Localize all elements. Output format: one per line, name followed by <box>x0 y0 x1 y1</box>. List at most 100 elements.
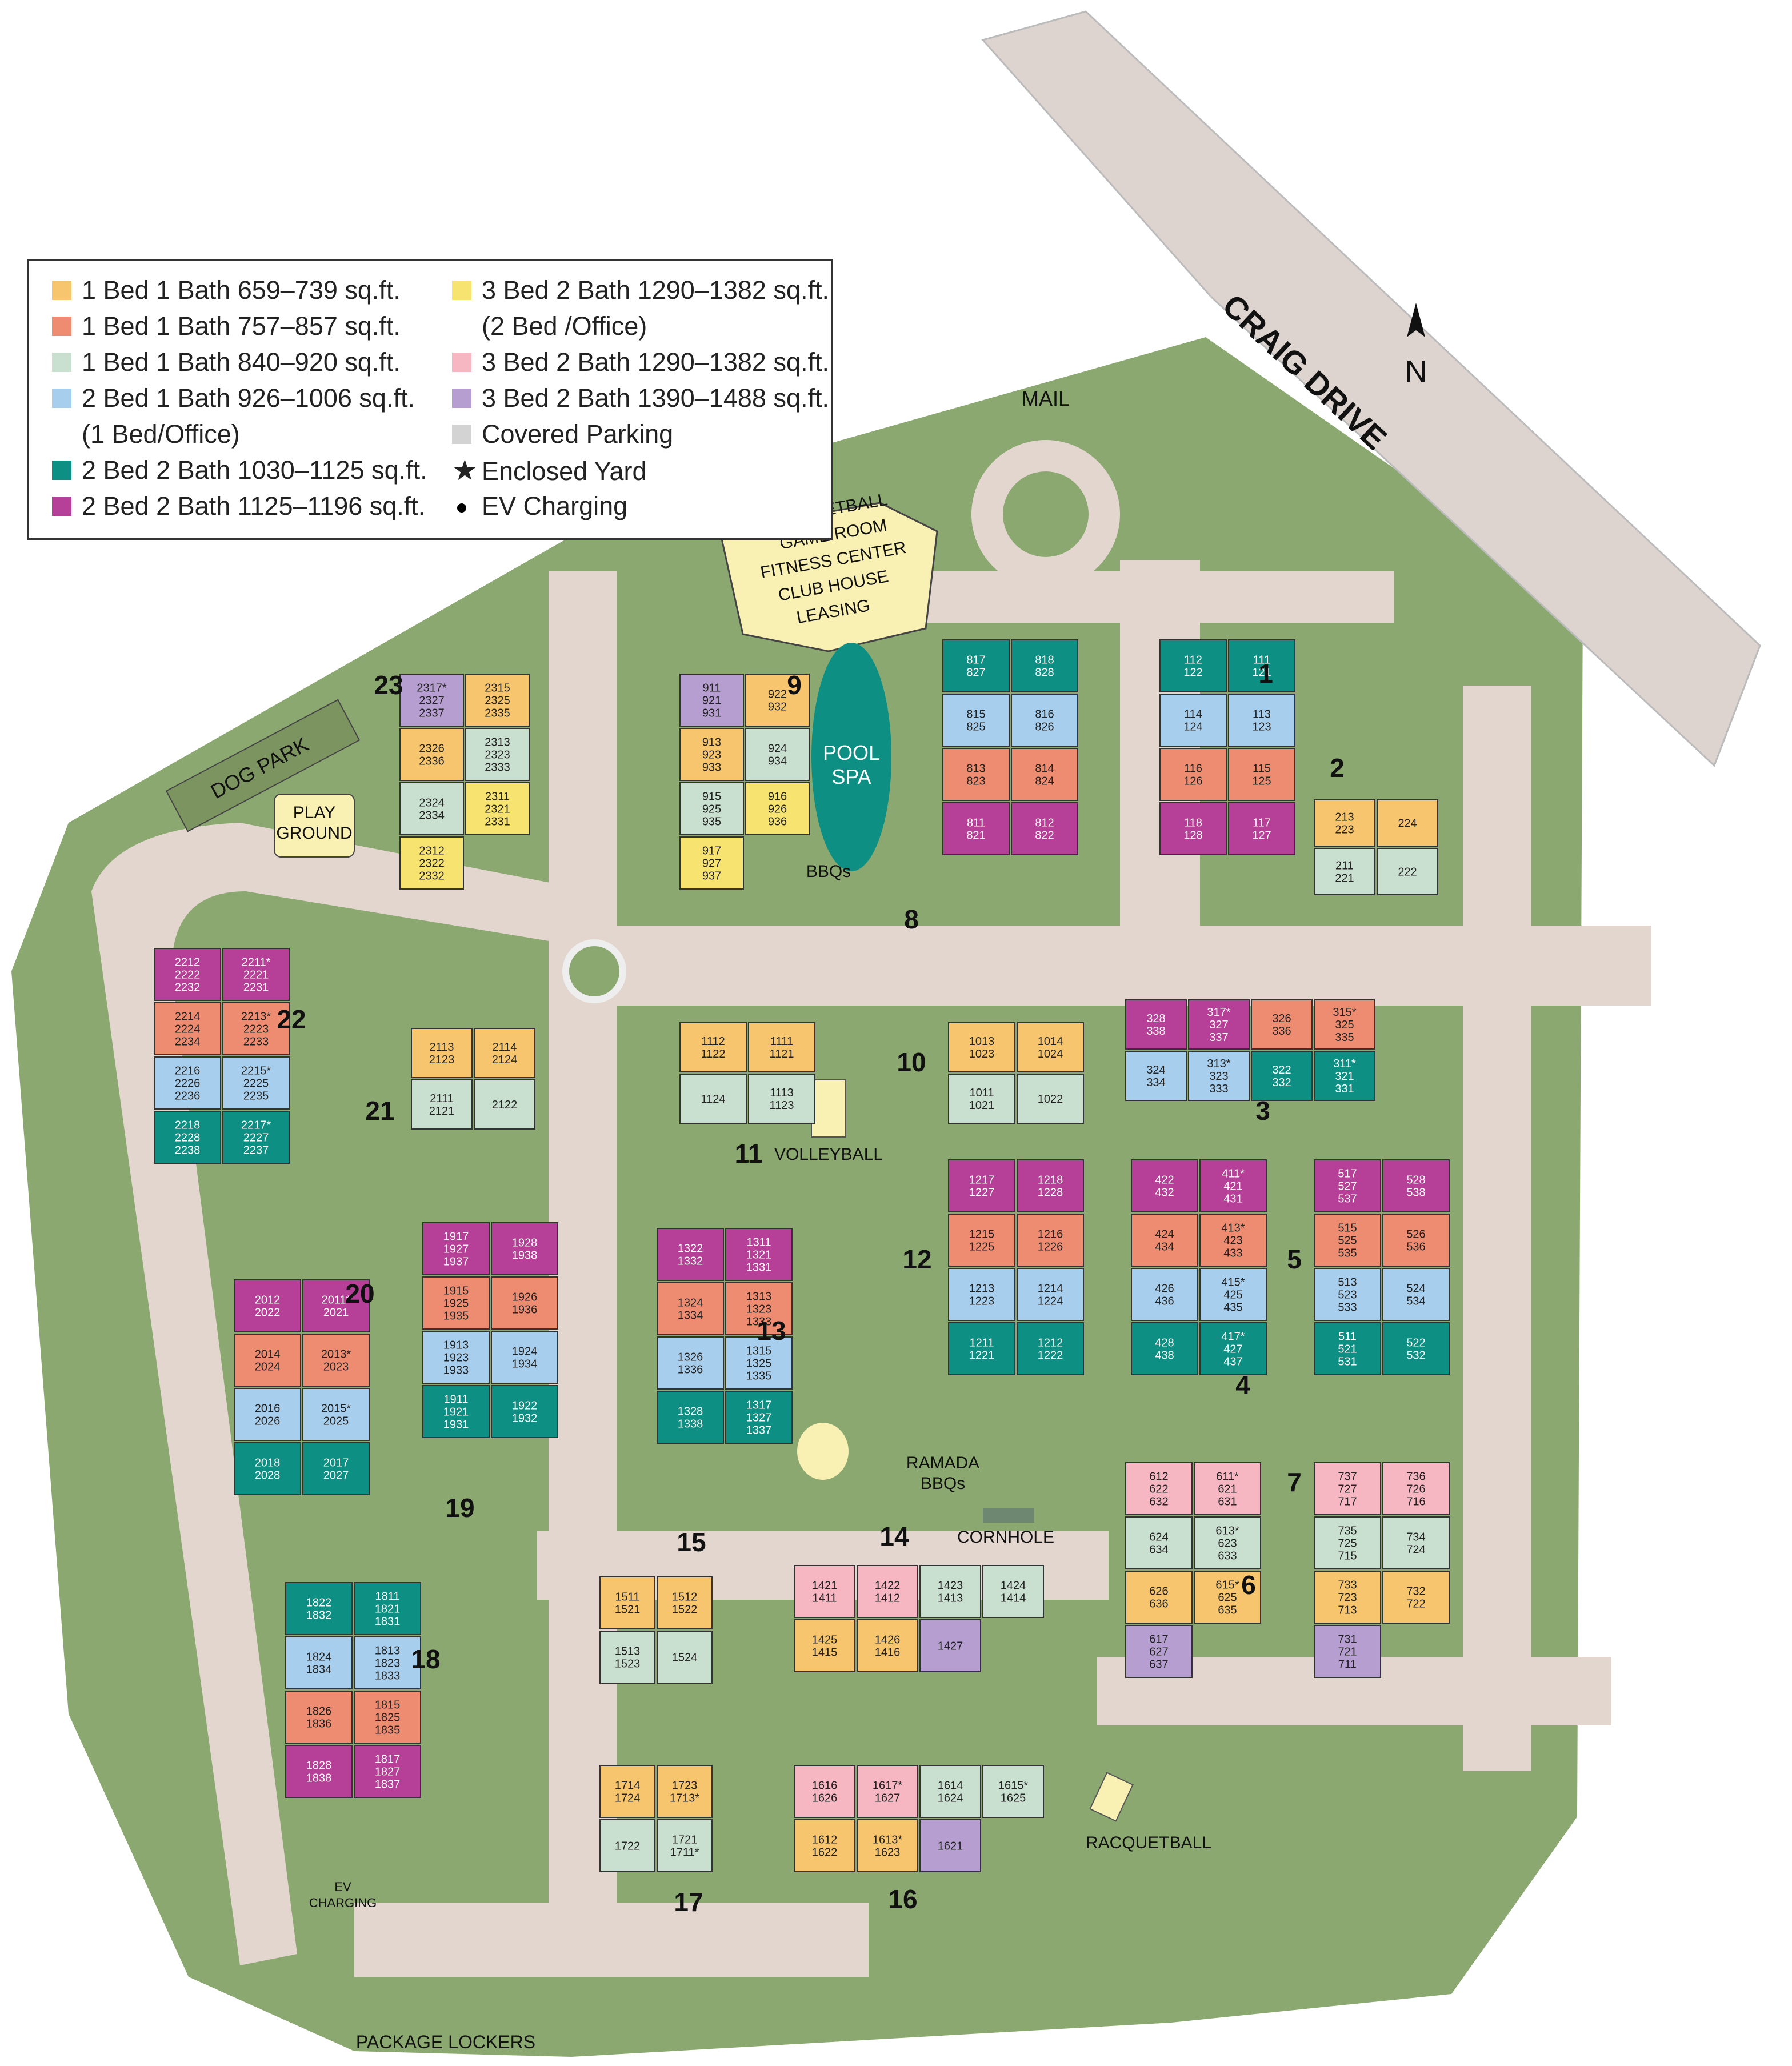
unit-block[interactable] <box>1382 1159 1450 1212</box>
unit-block[interactable] <box>154 1002 221 1055</box>
building-18[interactable]: 1822183218111821183118241834181318231833… <box>285 1582 441 1798</box>
building-16[interactable]: 161616261617*1627161416241615*1625161216… <box>794 1765 1044 1914</box>
building-22[interactable]: 2212222222322211*22212231221422242234221… <box>154 948 306 1164</box>
unit-block[interactable] <box>422 1222 490 1275</box>
unit-block[interactable] <box>857 1619 918 1672</box>
unit-block[interactable] <box>154 1111 221 1164</box>
unit-block[interactable] <box>302 1334 370 1387</box>
building-7[interactable]: 7377277177367267167357257157347247337237… <box>1287 1462 1450 1678</box>
unit-block[interactable] <box>222 948 290 1001</box>
building-6[interactable]: 612622632611*621631624634613*62363362663… <box>1125 1462 1261 1678</box>
unit-block[interactable] <box>354 1745 421 1798</box>
unit-block[interactable] <box>1382 1462 1450 1515</box>
unit-block[interactable] <box>491 1276 558 1330</box>
unit-block[interactable] <box>302 1388 370 1441</box>
unit-block[interactable] <box>942 639 1010 692</box>
unit-block[interactable] <box>1194 1462 1261 1515</box>
unit-block[interactable] <box>1228 694 1295 747</box>
unit-block[interactable] <box>1228 802 1295 855</box>
unit-block[interactable] <box>222 1002 290 1055</box>
unit-block[interactable] <box>1382 1268 1450 1321</box>
building-14[interactable]: 1421141114221412142314131424141414251415… <box>794 1522 1044 1672</box>
unit-block[interactable] <box>1131 1322 1198 1375</box>
unit-block[interactable] <box>857 1819 918 1872</box>
unit-block[interactable] <box>1314 999 1375 1050</box>
unit-block[interactable] <box>1382 1322 1450 1375</box>
unit-block[interactable] <box>1314 848 1375 895</box>
unit-block[interactable] <box>1017 1022 1084 1072</box>
unit-block[interactable] <box>599 1819 655 1872</box>
unit-block[interactable] <box>1194 1516 1261 1569</box>
unit-block[interactable] <box>285 1582 353 1635</box>
unit-block[interactable] <box>1377 799 1438 847</box>
unit-block[interactable] <box>1228 748 1295 801</box>
unit-block[interactable] <box>745 674 810 727</box>
unit-block[interactable] <box>942 748 1010 801</box>
building-23[interactable]: 2317*23272337231523252335232623362313232… <box>374 670 530 890</box>
unit-block[interactable] <box>942 694 1010 747</box>
building-19[interactable]: 1917192719371928193819151925193519261936… <box>422 1222 558 1523</box>
unit-block[interactable] <box>234 1442 301 1495</box>
unit-block[interactable] <box>399 674 464 727</box>
unit-block[interactable] <box>679 1022 747 1072</box>
unit-block[interactable] <box>1011 748 1078 801</box>
unit-block[interactable] <box>474 1079 535 1130</box>
unit-block[interactable] <box>1159 694 1227 747</box>
unit-block[interactable] <box>1125 1051 1187 1101</box>
unit-block[interactable] <box>1251 999 1313 1050</box>
unit-block[interactable] <box>1382 1571 1450 1624</box>
building-20[interactable]: 201220222011*2021201420242013*2023201620… <box>234 1279 375 1495</box>
unit-block[interactable] <box>1314 1322 1381 1375</box>
unit-block[interactable] <box>679 836 744 890</box>
unit-block[interactable] <box>399 782 464 835</box>
unit-block[interactable] <box>679 674 744 727</box>
unit-block[interactable] <box>657 1576 713 1629</box>
unit-block[interactable] <box>1199 1268 1267 1321</box>
unit-block[interactable] <box>982 1765 1044 1818</box>
building-8[interactable]: 8178278188288158258168268138238148248118… <box>904 639 1078 934</box>
unit-block[interactable] <box>748 1022 815 1072</box>
unit-block[interactable] <box>657 1228 724 1281</box>
unit-block[interactable] <box>657 1819 713 1872</box>
unit-block[interactable] <box>679 728 744 781</box>
unit-block[interactable] <box>1131 1159 1198 1212</box>
unit-block[interactable] <box>657 1336 724 1390</box>
unit-block[interactable] <box>465 728 530 781</box>
unit-block[interactable] <box>657 1391 724 1444</box>
unit-block[interactable] <box>1017 1159 1084 1212</box>
unit-block[interactable] <box>948 1022 1015 1072</box>
unit-block[interactable] <box>794 1819 855 1872</box>
building-4[interactable]: 422432411*421431424434413*42343342643641… <box>1131 1159 1267 1400</box>
unit-block[interactable] <box>491 1385 558 1438</box>
unit-block[interactable] <box>285 1691 353 1744</box>
unit-block[interactable] <box>1228 639 1295 692</box>
unit-block[interactable] <box>1011 694 1078 747</box>
unit-block[interactable] <box>1125 999 1187 1050</box>
unit-block[interactable] <box>354 1636 421 1689</box>
unit-block[interactable] <box>679 782 744 835</box>
unit-block[interactable] <box>1011 639 1078 692</box>
unit-block[interactable] <box>1199 1322 1267 1375</box>
unit-block[interactable] <box>725 1282 793 1335</box>
unit-block[interactable] <box>1017 1322 1084 1375</box>
unit-block[interactable] <box>1314 1159 1381 1212</box>
unit-block[interactable] <box>1251 1051 1313 1101</box>
unit-block[interactable] <box>948 1268 1015 1321</box>
unit-block[interactable] <box>1314 1051 1375 1101</box>
unit-block[interactable] <box>1314 799 1375 847</box>
unit-block[interactable] <box>1377 848 1438 895</box>
building-1[interactable]: 1121221111211141241131231161261151251181… <box>1159 639 1295 855</box>
building-9[interactable]: 9119219319229329139239339249349159259359… <box>679 670 810 890</box>
unit-block[interactable] <box>1125 1571 1193 1624</box>
unit-block[interactable] <box>422 1331 490 1384</box>
unit-block[interactable] <box>1199 1159 1267 1212</box>
building-12[interactable]: 1217122712181228121512251216122612131223… <box>902 1159 1084 1375</box>
unit-block[interactable] <box>725 1391 793 1444</box>
unit-block[interactable] <box>1159 802 1227 855</box>
unit-block[interactable] <box>745 782 810 835</box>
unit-block[interactable] <box>422 1276 490 1330</box>
unit-block[interactable] <box>491 1331 558 1384</box>
